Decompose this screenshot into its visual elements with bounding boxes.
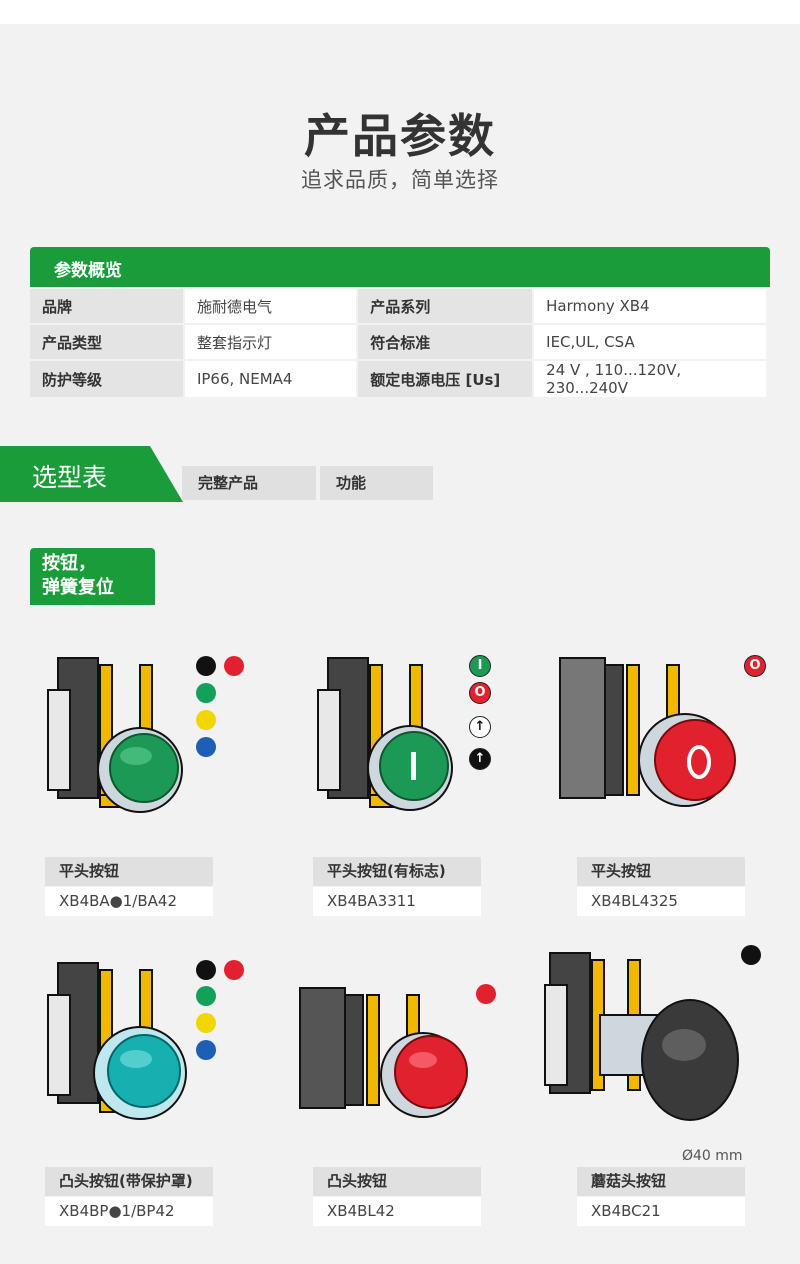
spec-header-label: 参数概览 — [54, 261, 122, 281]
category-tag: 按钮， 弹簧复位 — [30, 548, 155, 605]
product-name: 凸头按钮(带保护罩) — [45, 1167, 213, 1196]
dimension-label: Ø40 mm — [682, 1148, 743, 1164]
product-image-mushroom-button — [544, 952, 739, 1121]
spec-value: 24 V , 110...120V, 230...240V — [534, 361, 766, 397]
color-option-black — [741, 945, 761, 965]
color-option-blue — [196, 737, 216, 757]
selector-title-tab: 选型表 — [0, 446, 183, 502]
spec-table: 品牌 施耐德电气 产品系列 Harmony XB4 产品类型 整套指示灯 符合标… — [28, 287, 768, 399]
spec-value: IP66, NEMA4 — [184, 361, 357, 397]
category-line-1: 按钮， — [42, 553, 96, 574]
spec-key: 额定电源电压 [Us] — [358, 361, 533, 397]
product-name: 平头按钮(有标志) — [313, 857, 481, 886]
spec-key: 产品系列 — [358, 289, 533, 323]
product-name: 蘑菇头按钮 — [577, 1167, 745, 1196]
product-name: 凸头按钮 — [313, 1167, 481, 1196]
color-option-red — [224, 960, 244, 980]
arrow-up-filled-icon: ↑ — [469, 748, 491, 770]
product-image-marked-button — [317, 657, 453, 811]
color-option-black — [196, 960, 216, 980]
spec-value: IEC,UL, CSA — [534, 325, 766, 359]
table-row: 防护等级 IP66, NEMA4 额定电源电压 [Us] 24 V , 110.… — [30, 361, 766, 397]
color-option-yellow — [196, 1013, 216, 1033]
product-code: XB4BP●1/BP42 — [45, 1197, 213, 1226]
product-code: XB4BA3311 — [313, 887, 481, 916]
symbol-on-icon: I — [469, 655, 491, 677]
product-code: XB4BA●1/BA42 — [45, 887, 213, 916]
color-option-black — [196, 656, 216, 676]
spec-value: Harmony XB4 — [534, 289, 766, 323]
product-image-flush-button — [47, 657, 183, 813]
product-code: XB4BC21 — [577, 1197, 745, 1226]
product-code: XB4BL4325 — [577, 887, 745, 916]
table-row: 品牌 施耐德电气 产品系列 Harmony XB4 — [30, 289, 766, 323]
color-option-green — [196, 986, 216, 1006]
spec-value: 施耐德电气 — [184, 289, 357, 323]
product-image-projecting-button — [299, 987, 468, 1118]
top-bar — [0, 0, 800, 24]
color-option-green — [196, 683, 216, 703]
tab-complete-products[interactable]: 完整产品 — [182, 466, 316, 500]
color-option-red — [224, 656, 244, 676]
page-subtitle: 追求品质，简单选择 — [301, 168, 499, 192]
symbol-off-icon: O — [744, 655, 766, 677]
selector-title: 选型表 — [32, 463, 108, 492]
spec-key: 防护等级 — [30, 361, 183, 397]
arrow-up-outline-icon: ↑ — [469, 716, 491, 738]
product-image-guarded-button — [47, 962, 187, 1120]
color-option-red — [476, 984, 496, 1004]
product-image-red-off-button — [559, 657, 736, 807]
page-title: 产品参数 — [304, 109, 496, 163]
color-option-blue — [196, 1040, 216, 1060]
table-row: 产品类型 整套指示灯 符合标准 IEC,UL, CSA — [30, 325, 766, 359]
spec-key: 产品类型 — [30, 325, 183, 359]
product-name: 平头按钮 — [577, 857, 745, 886]
spec-header: 参数概览 — [30, 247, 770, 287]
product-name: 平头按钮 — [45, 857, 213, 886]
category-line-2: 弹簧复位 — [42, 577, 114, 598]
spec-key: 符合标准 — [358, 325, 533, 359]
spec-value: 整套指示灯 — [184, 325, 357, 359]
tab-function[interactable]: 功能 — [320, 466, 433, 500]
color-option-yellow — [196, 710, 216, 730]
product-code: XB4BL42 — [313, 1197, 481, 1226]
symbol-off-icon: O — [469, 682, 491, 704]
spec-key: 品牌 — [30, 289, 183, 323]
